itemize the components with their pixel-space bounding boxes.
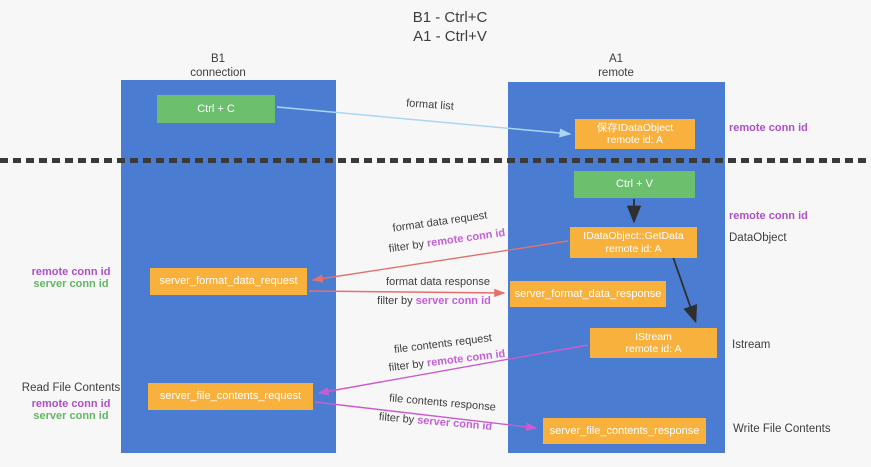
istream-box: IStream remote id: A (590, 328, 717, 358)
ctrl-v-label: Ctrl + V (616, 178, 653, 190)
filter-by-text: filter by (388, 237, 428, 256)
save-idataobject-line1: 保存IDataObject (596, 121, 674, 134)
ctrl-v-box: Ctrl + V (574, 171, 695, 198)
left-remote-conn-id-2: remote conn id (31, 398, 111, 410)
server-file-contents-response-box: server_file_contents_response (543, 418, 706, 444)
server-format-data-request-label: server_format_data_request (159, 275, 298, 287)
save-idataobject-box: 保存IDataObject remote id: A (575, 119, 695, 149)
left-remote-conn-id-1: remote conn id (31, 266, 111, 278)
server-file-contents-response-label: server_file_contents_response (549, 424, 700, 437)
getdata-line1: IDataObject::GetData (583, 230, 684, 242)
right-remote-conn-id-1: remote conn id (729, 122, 808, 134)
ctrl-c-label: Ctrl + C (197, 102, 235, 115)
title-line-2: A1 - Ctrl+V (413, 28, 487, 45)
server-format-data-response-label: server_format_data_response (514, 287, 662, 300)
left-column-name: B1 (210, 53, 226, 65)
file-contents-response-label: file contents response (388, 392, 497, 414)
left-column-header: B1 connection (158, 52, 278, 80)
filter-server-conn-id: server conn id (415, 295, 491, 307)
istream-margin-label: Istream (732, 339, 771, 351)
right-remote-conn-id-2: remote conn id (729, 210, 808, 222)
left-column-role: connection (190, 67, 246, 79)
server-format-data-response-box: server_format_data_response (510, 281, 666, 307)
filter-remote-conn-id: remote conn id (426, 347, 506, 370)
server-file-contents-request-box: server_file_contents_request (148, 383, 313, 410)
dataobject-label: DataObject (729, 232, 787, 244)
right-column-role: remote (598, 67, 634, 79)
filter-server-conn-id: server conn id (416, 414, 493, 433)
dashed-divider (0, 158, 871, 163)
filter-by-text: filter by (378, 411, 418, 427)
server-file-contents-request-label: server_file_contents_request (159, 390, 302, 402)
filter-remote-conn-id: remote conn id (426, 226, 506, 250)
format-data-response-label: format data response (386, 276, 490, 288)
getdata-box: IDataObject::GetData remote id: A (570, 227, 697, 258)
right-column-header: A1 remote (556, 52, 676, 80)
file-contents-response-filter-label: filter by server conn id (368, 410, 504, 434)
title-line-1: B1 - Ctrl+C (412, 9, 488, 26)
format-list-label: format list (405, 97, 455, 113)
left-conn-id-group-2: remote conn id server conn id (10, 398, 132, 422)
save-idataobject-line2: remote id: A (606, 134, 664, 146)
istream-line1: IStream (635, 330, 672, 343)
left-conn-id-group-1: remote conn id server conn id (10, 266, 132, 290)
right-column-name: A1 (608, 53, 624, 65)
server-format-data-request-box: server_format_data_request (150, 268, 307, 295)
ctrl-c-box: Ctrl + C (157, 95, 275, 123)
filter-by-text: filter by (377, 295, 416, 307)
format-data-response-filter-label: filter by server conn id (368, 295, 500, 307)
left-server-conn-id-1: server conn id (33, 278, 109, 290)
left-server-conn-id-2: server conn id (33, 410, 109, 422)
getdata-line2: remote id: A (605, 242, 662, 255)
write-file-contents-label: Write File Contents (733, 423, 831, 435)
istream-line2: remote id: A (625, 343, 682, 355)
diagram-title: B1 - Ctrl+C A1 - Ctrl+V (330, 8, 570, 46)
format-data-response-arrow (308, 288, 506, 298)
read-file-contents-label: Read File Contents (21, 382, 121, 394)
filter-by-text: filter by (388, 357, 428, 375)
